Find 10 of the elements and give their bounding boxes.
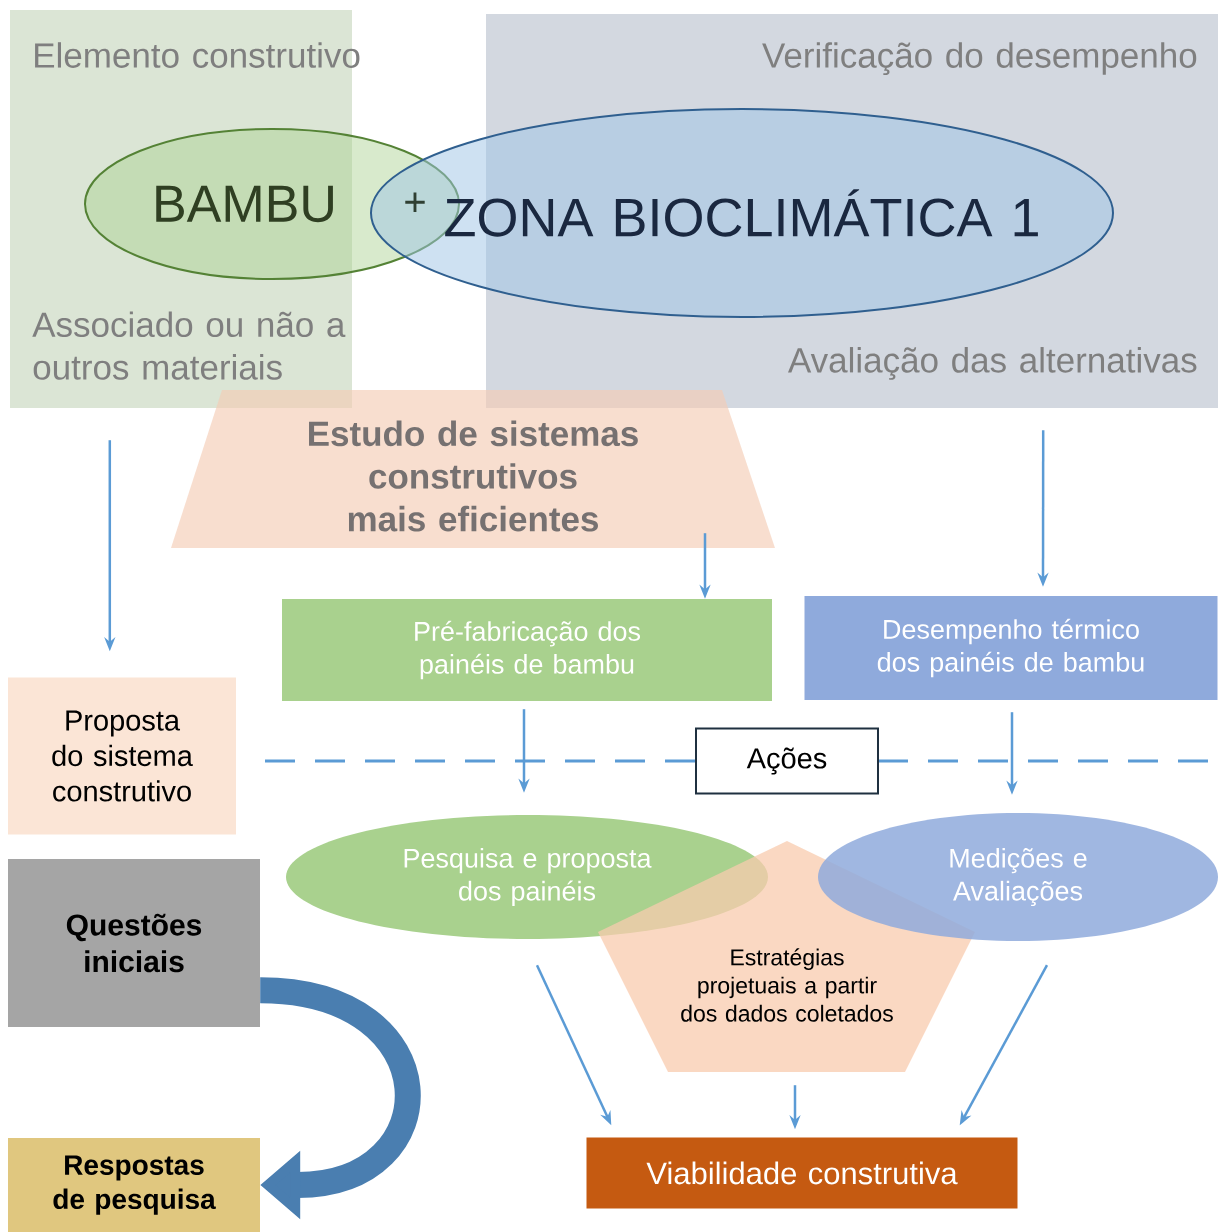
process-box: Viabilidade construtiva (586, 1137, 1018, 1209)
plus-sign: + (405, 192, 425, 213)
process-box: Proposta do sistema construtivo (8, 677, 236, 835)
label-box: Ações (695, 727, 879, 795)
process-box: Questões iniciais (8, 859, 260, 1027)
curved-arrow (259, 977, 421, 1220)
trapezoid: Estudo de sistemas construtivos mais eficientes (171, 390, 775, 548)
process-box: Respostas de pesquisa (8, 1138, 260, 1232)
process-box: Pré-fabricação dos painéis de bambu (282, 599, 772, 701)
process-box: Desempenho térmico dos painéis de bambu (804, 596, 1218, 700)
